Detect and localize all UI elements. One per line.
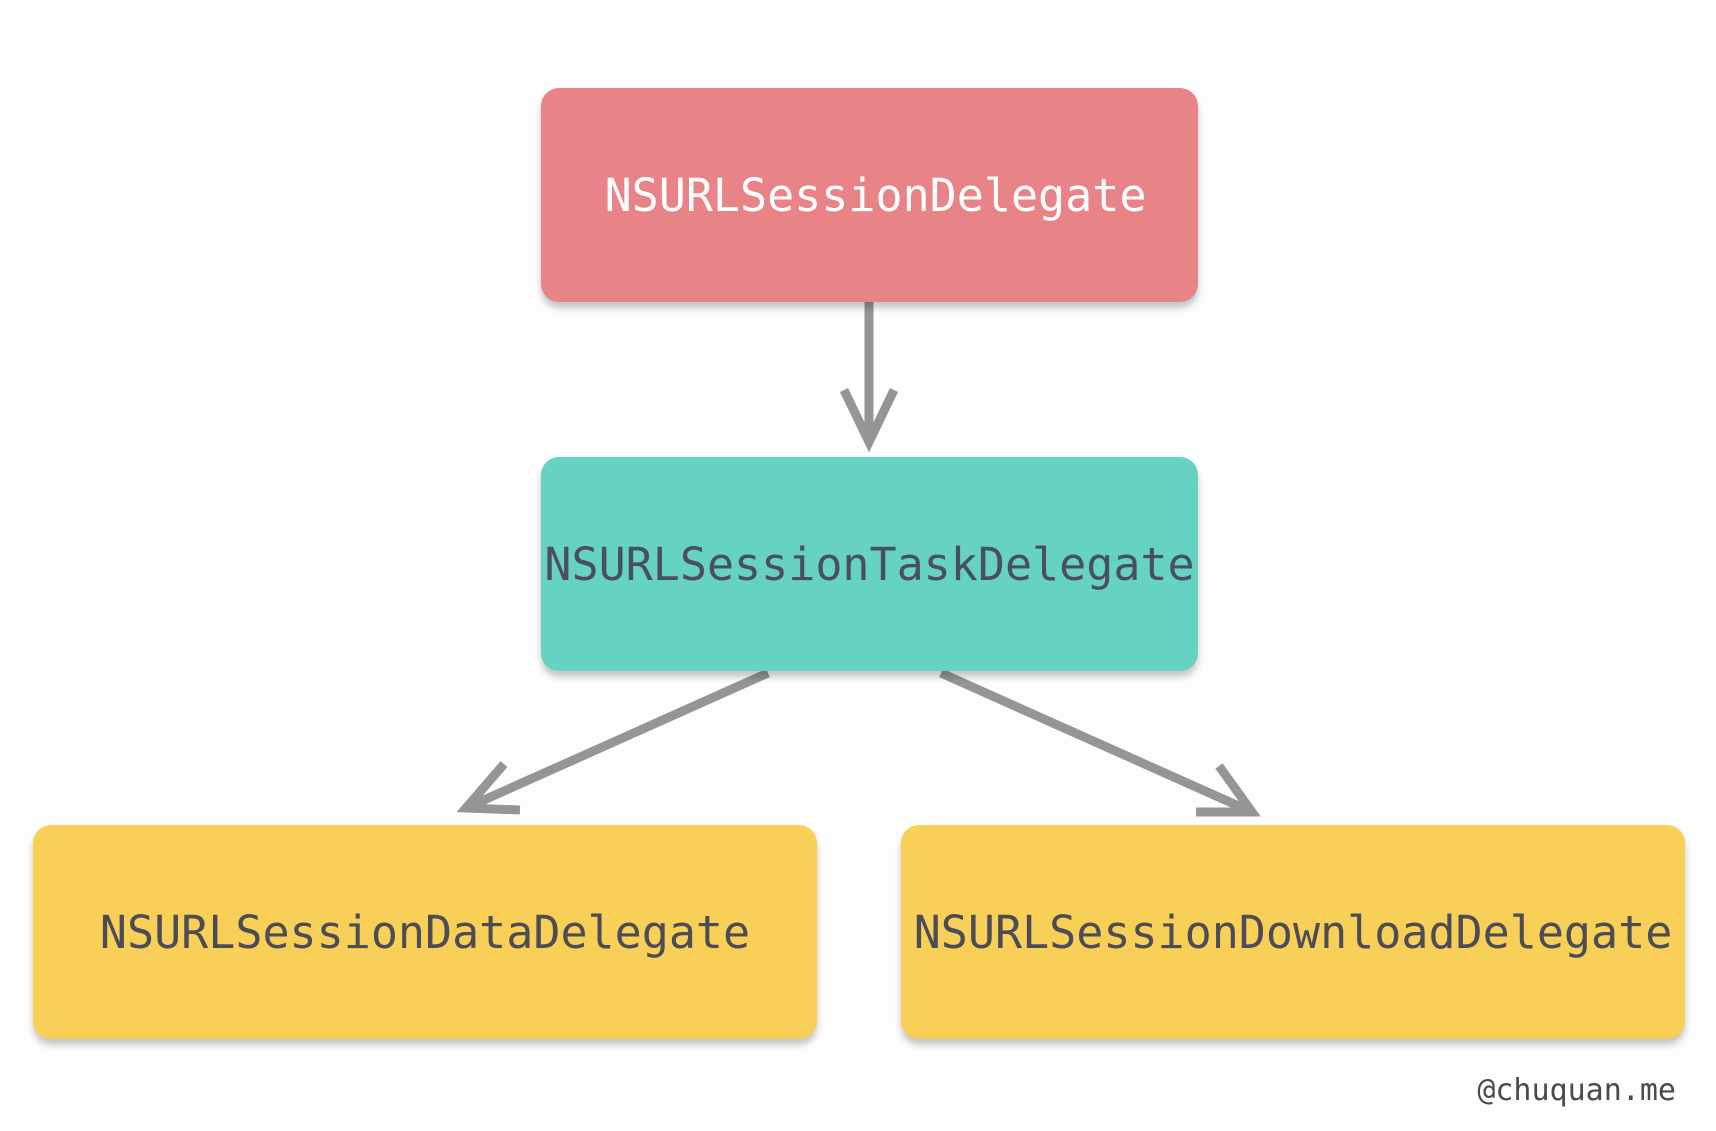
node-label: NSURLSessionDataDelegate bbox=[99, 905, 751, 959]
node-label: NSURLSessionDownloadDelegate bbox=[913, 905, 1673, 959]
arrowhead-task bbox=[839, 388, 899, 453]
node-nsurlsessiondatadelegate: NSURLSessionDataDelegate bbox=[33, 825, 817, 1039]
edge-task-to-download bbox=[939, 668, 1254, 817]
watermark-text: @chuquan.me bbox=[1477, 1073, 1676, 1108]
node-nsurlsessiontaskdelegate: NSURLSessionTaskDelegate bbox=[541, 457, 1198, 671]
edge-task-to-data bbox=[464, 668, 770, 813]
arrowhead-data bbox=[456, 761, 521, 815]
node-nsurlsessiondownloaddelegate: NSURLSessionDownloadDelegate bbox=[901, 825, 1685, 1039]
arrowhead-download bbox=[1196, 763, 1261, 817]
node-nsurlsessiondelegate: NSURLSessionDelegate bbox=[541, 88, 1198, 302]
node-label: NSURLSessionDelegate bbox=[604, 168, 1147, 222]
node-label: NSURLSessionTaskDelegate bbox=[544, 537, 1195, 591]
